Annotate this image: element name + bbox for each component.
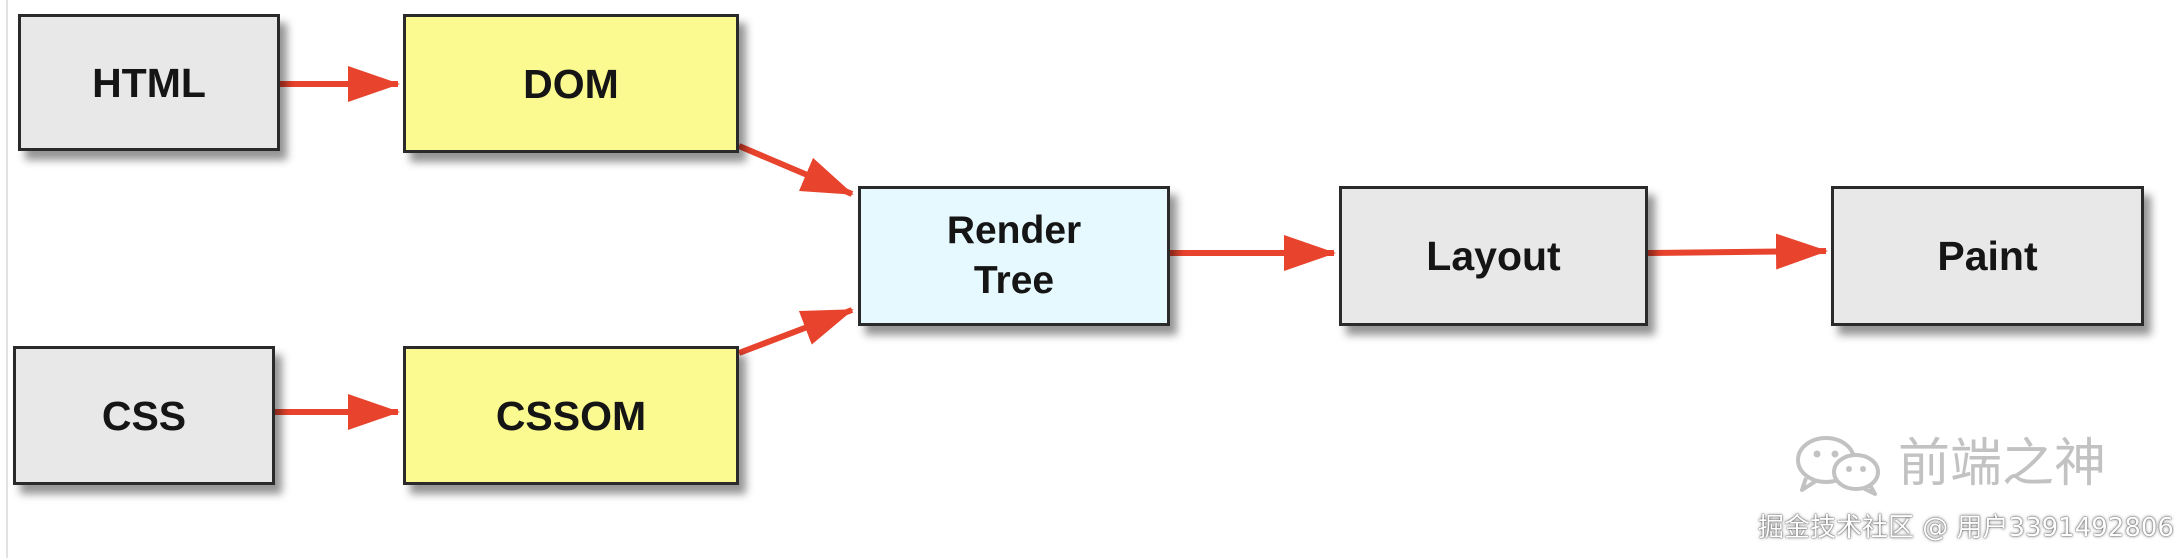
paint-node-label: Paint (1937, 233, 2038, 279)
watermark-title: 前端之神 (1898, 434, 2107, 494)
html-node: HTML (18, 14, 280, 151)
cssom-node-label: CSSOM (495, 392, 647, 439)
arrow-layout-to-paint (1647, 233, 1828, 270)
watermark: 前端之神 (1792, 432, 2106, 496)
page-edge-line (6, 0, 8, 558)
paint-node: Paint (1831, 186, 2144, 326)
arrow-dom-to-render (737, 143, 854, 197)
wechat-icon (1796, 436, 1880, 496)
dom-node: DOM (403, 14, 739, 153)
render-tree-label-line2: Tree (973, 259, 1055, 302)
watermark-source: 掘金技术社区 @ 用户3391492806 (1758, 513, 2174, 543)
css-node: CSS (13, 346, 275, 485)
layout-node-label: Layout (1426, 233, 1561, 279)
cssom-node: CSSOM (403, 346, 739, 485)
render-tree-label-line1: Render (946, 209, 1082, 252)
render-tree-label: Render Tree (947, 206, 1081, 306)
css-node-label: CSS (101, 392, 187, 439)
html-node-label: HTML (92, 59, 206, 106)
render-tree-node: Render Tree (858, 186, 1170, 326)
layout-node: Layout (1339, 186, 1648, 326)
arrow-cssom-to-render (737, 307, 854, 356)
dom-node-label: DOM (523, 60, 619, 107)
